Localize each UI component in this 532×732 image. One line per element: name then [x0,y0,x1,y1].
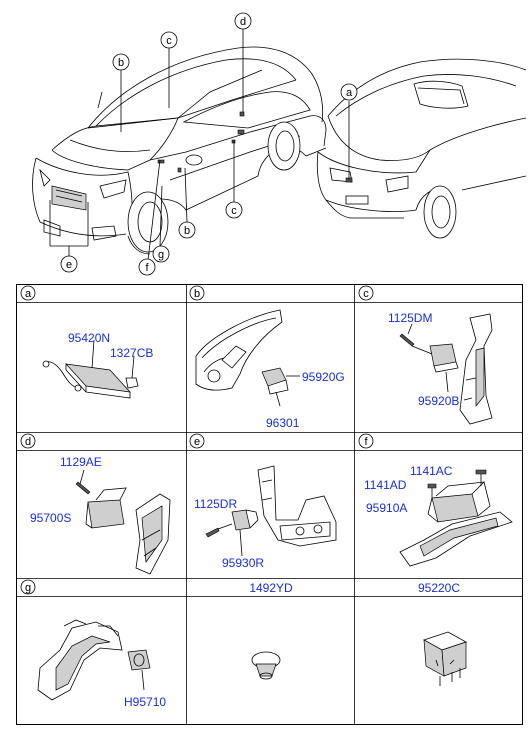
part-number-label: 95920B [418,394,459,408]
cell-a: a 95420N 1327CB [20,285,153,399]
cell-95220c: 95220C [418,581,467,686]
cell-letter: g [25,582,31,594]
callout-label: b [184,225,190,237]
cell-1492yd: 1492YD [249,581,293,680]
part-number-label: 95920G [302,370,345,384]
overview-callout-g: g [152,245,170,263]
antenna-module-drawing [42,339,139,399]
callout-label: g [158,249,164,261]
part-number-label: H95710 [124,695,166,709]
cell-e: e 1125DR 95930R [189,433,337,570]
cell-header-c: c [358,285,374,301]
part-number-label: 95700S [30,511,71,525]
cell-letter: f [364,436,368,448]
overview-callout-b-side: b [178,221,196,239]
overview-callout-b-top: b [112,53,130,71]
part-number-label: 95930R [222,556,264,570]
front-car-leader-lines [49,29,244,261]
callout-label: a [346,87,353,99]
overview-callout-c-top: c [160,31,178,49]
cell-header-g: g [20,579,36,595]
cell-header-d: d [20,433,36,449]
cell-c: c 1125DM 95920B [358,285,493,425]
callout-label: f [145,262,149,274]
callout-label: c [231,205,237,217]
rear-car-illustration [316,58,527,239]
part-number-label: 1141AD [364,478,407,492]
door-sensor-drawing [195,309,300,407]
cell-title: 95220C [418,581,460,595]
cell-g: g H95710 [20,579,166,709]
side-sensor-bracket-drawing [37,619,151,701]
front-crash-sensor-drawing [205,465,337,557]
cell-f: f 1141AC 1141AD 95910A [358,433,513,567]
parts-grid [16,284,523,725]
cell-letter: e [194,436,200,448]
overview-callout-d: d [234,12,252,30]
overview-callout-f: f [138,258,156,276]
cell-d: d 1129AE 95700S [20,433,171,575]
callout-label: e [66,259,72,271]
part-number-label: 96301 [266,416,300,430]
cell-header-a: a [20,285,36,301]
callout-label: b [118,57,124,69]
cell-header-b: b [189,285,205,301]
relay-drawing [423,631,467,686]
part-number-label: 1129AE [60,455,102,469]
callout-label: c [166,35,172,47]
part-number-label: 1141AC [410,464,453,478]
part-number-label: 1327CB [110,346,153,360]
cell-letter: a [25,288,32,300]
overview-callout-a: a [340,83,358,101]
part-number-label: 1125DM [388,311,432,325]
overview-callout-e: e [60,255,78,273]
cell-letter: d [25,436,31,448]
cell-title: 1492YD [249,581,293,595]
part-number-label: 95910A [366,501,407,515]
callout-label: d [240,16,246,28]
cell-header-e: e [189,433,205,449]
part-number-label: 95420N [68,331,110,345]
control-module-drawing [75,469,171,575]
pillar-sensor-drawing [399,313,493,425]
cell-letter: c [363,288,369,300]
clip-drawing [251,651,281,680]
front-car-illustration [32,46,327,255]
overview-callout-c-side: c [225,201,243,219]
cell-b: b 95920G 96301 [189,285,345,430]
cell-letter: b [194,288,200,300]
overview-callouts: a b c d c b g f [60,12,358,276]
part-number-label: 1125DR [194,497,237,511]
cell-header-f: f [358,433,374,449]
airbag-control-unit-drawing [399,469,513,567]
